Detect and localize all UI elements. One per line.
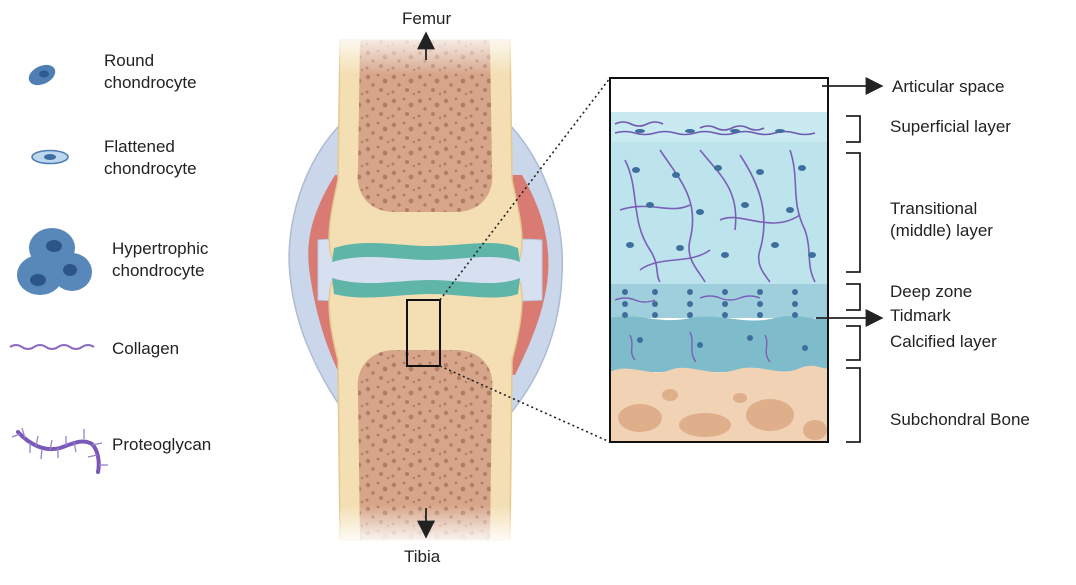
flattened-chondrocyte-label: Flattened chondrocyte bbox=[104, 136, 234, 180]
transitional-layer-label: Transitional (middle) layer bbox=[890, 198, 1010, 242]
proteoglycan-label: Proteoglycan bbox=[112, 434, 211, 456]
superficial-layer-label: Superficial layer bbox=[890, 116, 1011, 138]
articular-space-label: Articular space bbox=[892, 76, 1004, 98]
deep-zone-label: Deep zone bbox=[890, 281, 972, 303]
round-chondrocyte-icon bbox=[26, 61, 59, 89]
superficial-zone bbox=[610, 112, 828, 142]
collagen-icon bbox=[10, 345, 94, 349]
subchondral-bone-label: Subchondral Bone bbox=[890, 409, 1030, 431]
collagen-label: Collagen bbox=[112, 338, 179, 360]
flattened-chondrocyte-icon bbox=[32, 151, 68, 164]
proteoglycan-icon bbox=[12, 428, 108, 472]
tibia-label: Tibia bbox=[404, 546, 440, 568]
hypertrophic-chondrocyte-icon bbox=[17, 228, 92, 295]
hypertrophic-chondrocyte-label: Hypertrophic chondrocyte bbox=[112, 238, 252, 282]
cartilage-layers-panel bbox=[610, 78, 828, 442]
calcified-zone bbox=[610, 316, 828, 372]
calcified-layer-label: Calcified layer bbox=[890, 331, 997, 353]
femur-label: Femur bbox=[402, 8, 451, 30]
round-chondrocyte-label: Round chondrocyte bbox=[104, 50, 234, 94]
transitional-zone bbox=[610, 142, 828, 284]
tidmark-label: Tidmark bbox=[890, 305, 951, 327]
knee-joint bbox=[289, 30, 562, 545]
layer-brackets bbox=[846, 116, 860, 442]
